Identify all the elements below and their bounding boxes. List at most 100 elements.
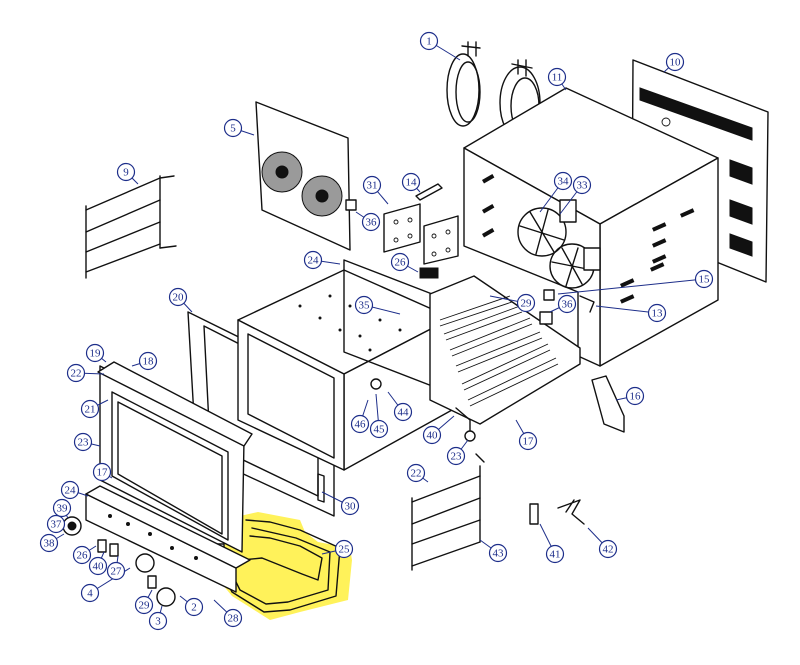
callout-3[interactable]: 3 <box>148 605 168 631</box>
callout-24[interactable]: 24 <box>303 250 341 270</box>
callout-36[interactable]: 36 <box>355 211 381 232</box>
callout-20[interactable]: 20 <box>168 287 193 313</box>
callout-30[interactable]: 30 <box>321 491 360 516</box>
part-plate-second[interactable] <box>423 215 459 265</box>
part-14-rod[interactable] <box>415 183 443 201</box>
callout-15[interactable]: 15 <box>557 269 714 295</box>
callout-16[interactable]: 16 <box>615 386 645 406</box>
part-door-assembly[interactable] <box>97 361 253 553</box>
callout-28[interactable]: 28 <box>213 599 243 628</box>
callout-number: 43 <box>493 548 505 560</box>
part-33-34-fans[interactable] <box>517 199 601 289</box>
callout-26[interactable]: 26 <box>390 252 419 273</box>
part-43-side-rack[interactable] <box>411 453 485 571</box>
callout-circle <box>134 595 154 615</box>
callout-17[interactable]: 17 <box>515 419 538 451</box>
callout-10[interactable]: 10 <box>663 52 685 73</box>
callout-circle <box>488 543 508 563</box>
callout-number: 29 <box>139 600 151 612</box>
callout-29[interactable]: 29 <box>489 293 536 313</box>
callout-circle <box>419 31 439 51</box>
part-9-side-rack[interactable] <box>85 175 177 279</box>
callout-24[interactable]: 24 <box>60 480 89 500</box>
callout-circle <box>340 496 360 516</box>
callout-41[interactable]: 41 <box>539 523 565 564</box>
callout-46[interactable]: 46 <box>350 399 370 434</box>
callout-22[interactable]: 22 <box>406 463 429 483</box>
callout-circle <box>138 351 158 371</box>
callout-circle <box>60 480 80 500</box>
callout-40[interactable]: 40 <box>88 551 108 576</box>
part-17-base-tray[interactable] <box>429 275 581 442</box>
part-13-clip[interactable] <box>579 295 595 313</box>
callout-21[interactable]: 21 <box>80 399 109 419</box>
callout-26[interactable]: 26 <box>72 545 97 565</box>
callout-36[interactable]: 36 <box>549 294 577 314</box>
callout-17[interactable]: 17 <box>92 462 113 482</box>
part-41-bracket[interactable] <box>529 503 539 525</box>
callout-number: 41 <box>550 549 561 561</box>
callout-number: 40 <box>427 430 439 442</box>
callout-circle <box>52 498 72 518</box>
callout-27[interactable]: 27 <box>106 555 126 581</box>
callout-31[interactable]: 31 <box>362 175 389 205</box>
callout-circle <box>665 52 685 72</box>
callout-circle <box>446 446 466 466</box>
part-26-connector[interactable] <box>419 267 439 279</box>
part-16-bracket[interactable] <box>591 375 625 433</box>
callout-22[interactable]: 22 <box>66 363 105 383</box>
callout-14[interactable]: 14 <box>401 172 421 193</box>
callout-number: 30 <box>345 501 357 513</box>
callout-40[interactable]: 40 <box>422 415 455 445</box>
callout-number: 18 <box>143 356 155 368</box>
callout-number: 23 <box>451 451 463 463</box>
callout-34[interactable]: 34 <box>539 171 573 213</box>
callout-number: 36 <box>366 217 378 229</box>
callout-number: 22 <box>411 468 422 480</box>
callout-9[interactable]: 9 <box>116 162 139 185</box>
part-15-block[interactable] <box>543 289 555 301</box>
callout-42[interactable]: 42 <box>587 527 618 559</box>
callout-44[interactable]: 44 <box>387 391 413 422</box>
callout-29[interactable]: 29 <box>134 589 154 615</box>
part-5-fan-panel[interactable] <box>255 101 357 251</box>
callout-33[interactable]: 33 <box>559 175 592 215</box>
callout-number: 39 <box>57 503 69 515</box>
callout-circle <box>390 252 410 272</box>
callout-43[interactable]: 43 <box>479 539 508 563</box>
callout-number: 42 <box>603 544 614 556</box>
callout-number: 38 <box>44 538 56 550</box>
callout-11[interactable]: 11 <box>547 67 567 91</box>
callout-1[interactable]: 1 <box>419 31 461 61</box>
callout-leader-line <box>557 278 705 295</box>
callout-25[interactable]: 25 <box>321 539 354 559</box>
callout-13[interactable]: 13 <box>595 303 667 323</box>
callout-number: 36 <box>562 299 574 311</box>
callout-number: 2 <box>191 602 197 614</box>
callout-5[interactable]: 5 <box>223 118 255 138</box>
part-30-seal[interactable] <box>317 473 325 503</box>
callout-39[interactable]: 39 <box>52 498 72 519</box>
callout-35[interactable]: 35 <box>354 295 401 315</box>
part-31-plate[interactable] <box>383 203 421 253</box>
callout-19[interactable]: 19 <box>85 343 107 363</box>
callout-18[interactable]: 18 <box>131 351 158 371</box>
callout-number: 1 <box>426 36 432 48</box>
callout-37[interactable]: 37 <box>46 514 66 534</box>
callout-circle <box>545 544 565 564</box>
callout-23[interactable]: 23 <box>73 432 101 452</box>
part-11-outer-cabinet[interactable] <box>463 87 719 367</box>
callout-number: 17 <box>523 436 535 448</box>
callout-layer: 1234591011131415161717181920212222232324… <box>39 31 714 631</box>
callout-23[interactable]: 23 <box>446 439 469 466</box>
callout-number: 26 <box>395 257 407 269</box>
callout-circle <box>361 212 381 232</box>
part-control-panel[interactable] <box>62 485 251 607</box>
callout-45[interactable]: 45 <box>369 393 389 439</box>
callout-2[interactable]: 2 <box>179 595 204 617</box>
callout-38[interactable]: 38 <box>39 533 65 553</box>
part-42-handle[interactable] <box>557 499 585 525</box>
part-36-bracket-small[interactable] <box>539 311 553 325</box>
